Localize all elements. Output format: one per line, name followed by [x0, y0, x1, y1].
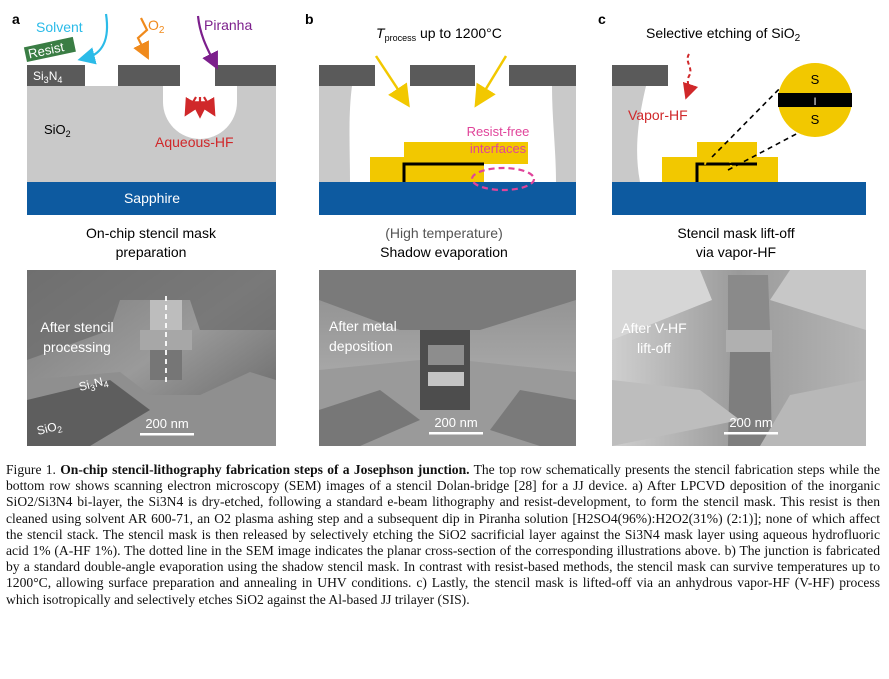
panel-a-si3n4-label: Si3N4 — [33, 69, 62, 85]
panel-b-si3n4-left — [319, 65, 375, 86]
panel-c-title-line2: via vapor-HF — [696, 244, 776, 260]
panel-c-metal-top — [697, 142, 757, 164]
panel-b-metal-top — [404, 142, 528, 164]
panel-a-si3n4-mid — [118, 65, 180, 86]
panel-c-vapor-hf-label: Vapor-HF — [628, 107, 688, 123]
panel-c-zoom-line-1 — [711, 77, 791, 158]
panel-b-sapphire — [319, 182, 576, 215]
figure-caption: Figure 1. On-chip stencil-lithography fa… — [6, 462, 880, 608]
panel-b-si3n4-right — [509, 65, 576, 86]
panel-a-aqueous-hf-label: Aqueous-HF — [155, 134, 234, 150]
panel-b-interface-highlight — [470, 166, 536, 192]
sem-a-scale-label: 200 nm — [145, 416, 188, 431]
sem-a-label-line2: processing — [43, 339, 111, 355]
sem-b-scale-bar — [429, 432, 483, 435]
caption-body: The top row schematically presents the s… — [6, 462, 881, 607]
sem-b-label-line2: deposition — [329, 338, 393, 354]
panel-a-schematic: a Sapphire Si3N4 Resist SiO2 Solvent O2 … — [12, 11, 276, 260]
panel-c-zoom-line-2 — [727, 131, 801, 171]
panel-c-letter: c — [598, 11, 606, 27]
panel-b-title-line1: (High temperature) — [385, 225, 503, 241]
panel-a-title-line1: On-chip stencil mask — [86, 225, 217, 241]
panel-b-oxide-line — [402, 162, 484, 182]
panel-a-piranha-arrow — [196, 15, 218, 70]
panel-a-sapphire — [27, 182, 276, 215]
panel-b-schematic: b Tprocess up to 1200°C Resist-free inte… — [305, 11, 576, 260]
panel-c-sapphire — [612, 182, 866, 215]
panel-c-sis-i: I — [813, 96, 816, 108]
panel-c-schematic: c Selective etching of SiO2 Vapor-HF S I… — [598, 11, 866, 260]
panel-a-si3n4-left — [27, 65, 85, 86]
panel-a-title-line2: preparation — [116, 244, 187, 260]
sem-b-scale-label: 200 nm — [434, 415, 477, 430]
panel-a-o2-label: O2 — [148, 17, 165, 36]
panel-a-si3n4-right — [215, 65, 276, 86]
panel-a-resist — [23, 36, 76, 62]
caption-bold-title: On-chip stencil-lithography fabrication … — [60, 462, 470, 477]
panel-c-si3n4-left — [612, 65, 668, 86]
panel-b-si3n4-mid — [410, 65, 475, 86]
panel-a-hf-arrow-right — [198, 96, 216, 117]
panel-b-title-line2: Shadow evaporation — [380, 244, 508, 260]
sem-c-label-line2: lift-off — [637, 340, 671, 356]
panel-a-o2-arrow — [133, 17, 149, 60]
panel-c-sio2-remnant — [612, 86, 646, 182]
sem-image-c: After V-HF lift-off 200 nm — [612, 270, 866, 446]
panel-c-vhf-arrow — [682, 53, 699, 100]
panel-c-oxide-line — [695, 162, 757, 182]
panel-c-zoom-source — [704, 155, 732, 175]
caption-figure-label: Figure 1. — [6, 462, 56, 477]
panel-a-sio2-label: SiO2 — [44, 122, 71, 139]
panel-b-evap-arrow-right — [474, 55, 508, 108]
panel-c-sis-s-bottom: S — [811, 112, 820, 127]
panel-c-selective-label: Selective etching of SiO2 — [646, 25, 801, 44]
sem-b-label-line1: After metal — [329, 318, 397, 334]
panel-b-letter: b — [305, 11, 314, 27]
sem-c-scale-bar — [724, 432, 778, 435]
sem-c-label-line1: After V-HF — [621, 320, 686, 336]
figure-1: a Sapphire Si3N4 Resist SiO2 Solvent O2 … — [12, 11, 866, 446]
sem-c-scale-label: 200 nm — [729, 415, 772, 430]
panel-c-title-line1: Stencil mask lift-off — [677, 225, 794, 241]
panel-a-piranha-label: Piranha — [204, 17, 252, 33]
panel-a-letter: a — [12, 11, 20, 27]
panel-b-evap-arrow-left — [374, 55, 410, 108]
panel-c-sis-barrier — [778, 93, 852, 107]
panel-b-resist-free-line2: interfaces — [470, 141, 527, 156]
sem-image-b: After metal deposition 200 nm — [319, 270, 576, 446]
sem-a-scale-bar — [140, 433, 194, 436]
panel-c-sis-s-top: S — [811, 72, 820, 87]
panel-b-tprocess-label: Tprocess up to 1200°C — [376, 25, 502, 43]
sem-a-label-line1: After stencil — [40, 319, 113, 335]
panel-a-sapphire-label: Sapphire — [124, 190, 180, 206]
panel-b-resist-free-line1: Resist-free — [467, 124, 530, 139]
panel-a-solvent-arrow — [77, 13, 109, 65]
panel-a-solvent-label: Solvent — [36, 19, 83, 35]
sem-image-a: After stencil processing Si3N4 SiO2 200 … — [27, 270, 276, 446]
panel-a-resist-label: Resist — [27, 39, 66, 61]
